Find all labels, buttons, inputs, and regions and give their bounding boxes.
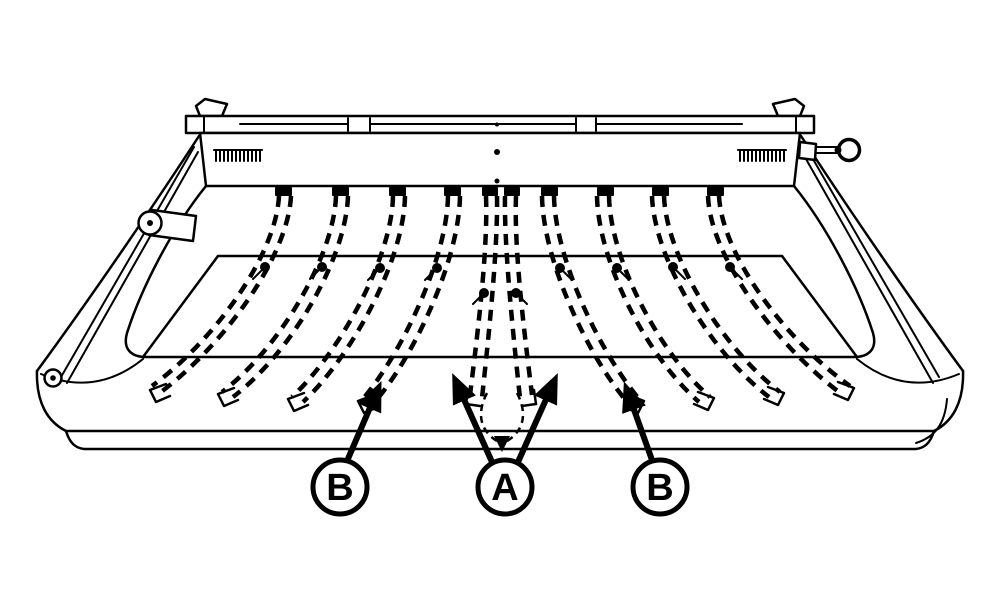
right-pull-ring [797,137,862,163]
tine-dashed [371,195,463,406]
tine-dashed [551,195,642,402]
callout-b-right-circle [630,457,690,517]
left-hitch-cylinder [137,208,198,243]
pivot-bolt [260,262,270,272]
tine-hook [286,391,310,413]
tine-dashed [716,195,852,388]
tine-dashed [661,195,782,394]
pivot-bolts [252,262,743,305]
callout-arrows [344,373,655,464]
right-hinge-bracket [771,97,806,118]
tine-clamp [389,187,406,196]
flow-arrow-right-curve [506,392,525,443]
callout-arrow-b-left [344,380,382,463]
panel-center-screw-upper [494,149,500,155]
callout-a-label: A [491,467,518,509]
callout-b-left-label: B [326,467,353,509]
tine-hook [762,385,786,407]
tine-dashed [594,195,701,404]
frame-tube-seams [203,115,797,134]
right-wing-lower-curve [856,358,960,384]
frame-center-rivet [495,122,499,127]
left-wing-outer-edge [35,134,201,373]
callout-b-right: B [630,457,690,517]
callout-b-left-circle [310,457,370,517]
left-hinge-bracket [194,97,229,118]
pivot-bolt-tails [252,270,743,305]
callout-a-circle [475,457,535,517]
left-serration [213,149,263,162]
right-corner-curl [915,398,948,444]
tine-dashed [220,195,339,394]
tine-dashed [705,195,841,394]
left-brace-rod-inner [66,151,199,384]
pivot-bolt [668,262,678,272]
pull-rod [815,146,839,154]
tine-hooks [148,380,856,415]
right-wing-outer-edge [799,134,965,373]
tine-clamp [444,187,461,196]
pivot-bolt [511,288,521,298]
right-brace-rod-inner [801,151,934,384]
tine-hook [692,390,716,412]
pivot-bolt [555,263,565,273]
callout-a-center: A [475,457,535,517]
tine-hook [216,386,240,408]
pull-ring [836,137,862,163]
mounting-frame [184,97,816,135]
tine-clamp [275,187,292,196]
pivot-bolt [317,262,327,272]
tine-dashed [502,195,523,399]
tine-dashed [479,195,500,399]
left-corner-bolt-center [50,375,56,381]
tine-hook [832,380,856,402]
right-brace-rod [805,146,940,378]
tine-dashed [606,195,712,399]
tine-clamp [597,187,614,196]
tine-dashed [150,195,282,388]
callouts: B A B [310,457,690,517]
tine-dashed [159,195,294,394]
tine-hook [148,382,172,404]
back-panel-face [198,131,802,188]
flow-arrow-left-curve [479,392,498,443]
right-serration [737,149,787,162]
callout-arrow-a-left [452,373,495,464]
body-shell [35,134,965,451]
apron-bottom-edge [64,429,936,451]
callout-arrow-b-right [622,381,655,462]
tine-clamp [482,187,498,196]
pull-rod-mount [797,140,818,162]
hitch-pin [147,220,153,226]
back-panel [198,131,802,188]
tine-hook [520,388,538,408]
tine-clamp [541,187,558,196]
panel-center-screw-lower [494,178,500,184]
tine-clamp [707,187,724,196]
left-corner [35,369,68,433]
pivot-bolt [612,263,622,273]
tine-dashed [539,195,631,406]
pivot-bolt [479,288,489,298]
tine-clamp [332,187,349,196]
pivot-bolt [375,263,385,273]
tine-dashed [290,195,396,399]
tine-clamp [504,187,520,196]
flow-arrowhead [494,436,510,452]
tine-dashed [231,195,351,399]
flow-direction-arrow [479,392,525,452]
callout-b-right-label: B [646,467,673,509]
callout-b-left: B [310,457,370,517]
pivot-bolt [725,262,735,272]
right-wing-inner-crease [792,184,876,359]
pan-floor-outline [141,254,859,359]
tine-dashed [301,195,408,404]
tine-dashed [649,195,771,399]
left-brace-rod [60,146,195,378]
callout-arrow-a-right [515,373,558,464]
tine-clamps [275,187,724,196]
tine-clamp [652,187,669,196]
pivot-bolt [432,263,442,273]
